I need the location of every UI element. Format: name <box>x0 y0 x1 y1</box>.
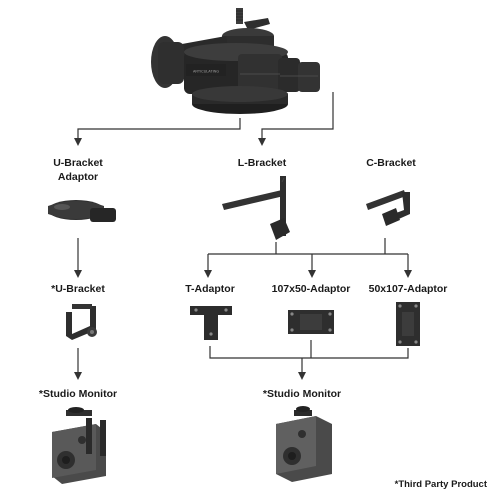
connectors-top <box>74 92 334 146</box>
label-l-bracket: L-Bracket <box>238 157 287 169</box>
articulating-mount-device: ARTICULATING <box>151 8 320 114</box>
level3-labels: *Studio Monitor *Studio Monitor <box>39 388 341 400</box>
l-bracket-image <box>222 176 290 240</box>
label-c-bracket: C-Bracket <box>366 157 416 169</box>
label-studio-monitor-left: *Studio Monitor <box>39 388 117 400</box>
studio-monitor-right-image <box>276 406 332 482</box>
label-u-bracket-adaptor-line1: U-Bracket <box>53 157 103 169</box>
adaptor-50x107-image <box>396 302 420 346</box>
t-adaptor-image <box>190 306 232 340</box>
studio-monitor-left-image <box>52 407 106 484</box>
c-bracket-image <box>366 190 410 226</box>
label-50x107-adaptor: 50x107-Adaptor <box>369 283 448 295</box>
footnote-third-party: *Third Party Product <box>395 479 488 490</box>
connectors-level1 <box>74 238 412 278</box>
label-107x50-adaptor: 107x50-Adaptor <box>272 283 351 295</box>
u-bracket-adaptor-image <box>48 200 116 222</box>
label-t-adaptor: T-Adaptor <box>185 283 235 295</box>
label-u-bracket-adaptor-line2: Adaptor <box>58 171 98 183</box>
level1-labels: U-Bracket Adaptor L-Bracket C-Bracket <box>53 157 416 183</box>
device-brand-text: ARTICULATING <box>193 70 219 74</box>
label-u-bracket: *U-Bracket <box>51 283 105 295</box>
u-bracket-image <box>66 304 97 340</box>
level2-labels: *U-Bracket T-Adaptor 107x50-Adaptor 50x1… <box>51 283 447 295</box>
connectors-level2 <box>74 340 409 380</box>
adaptor-107x50-image <box>288 310 334 334</box>
label-studio-monitor-right: *Studio Monitor <box>263 388 341 400</box>
